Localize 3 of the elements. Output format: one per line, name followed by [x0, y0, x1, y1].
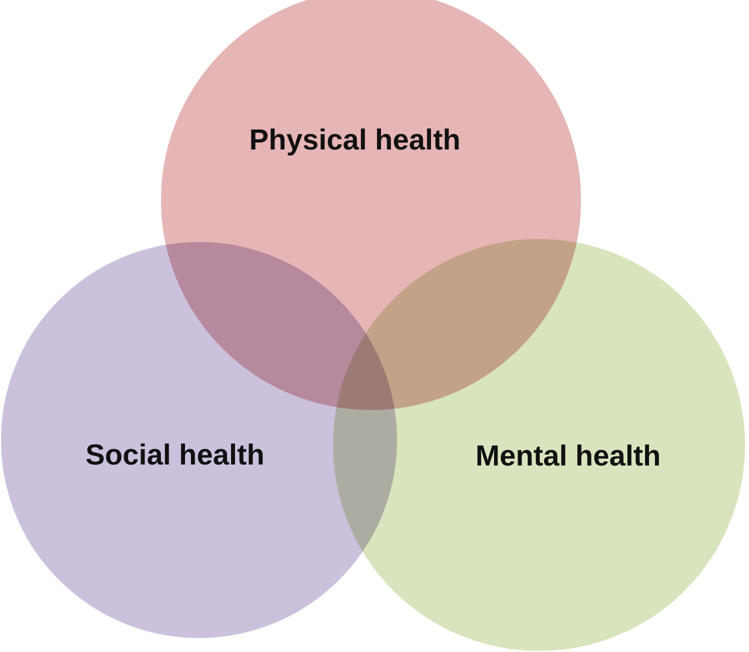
circle-label: Physical health	[249, 124, 460, 158]
circle-label: Social health	[86, 440, 264, 472]
circle-label: Mental health	[475, 440, 661, 474]
